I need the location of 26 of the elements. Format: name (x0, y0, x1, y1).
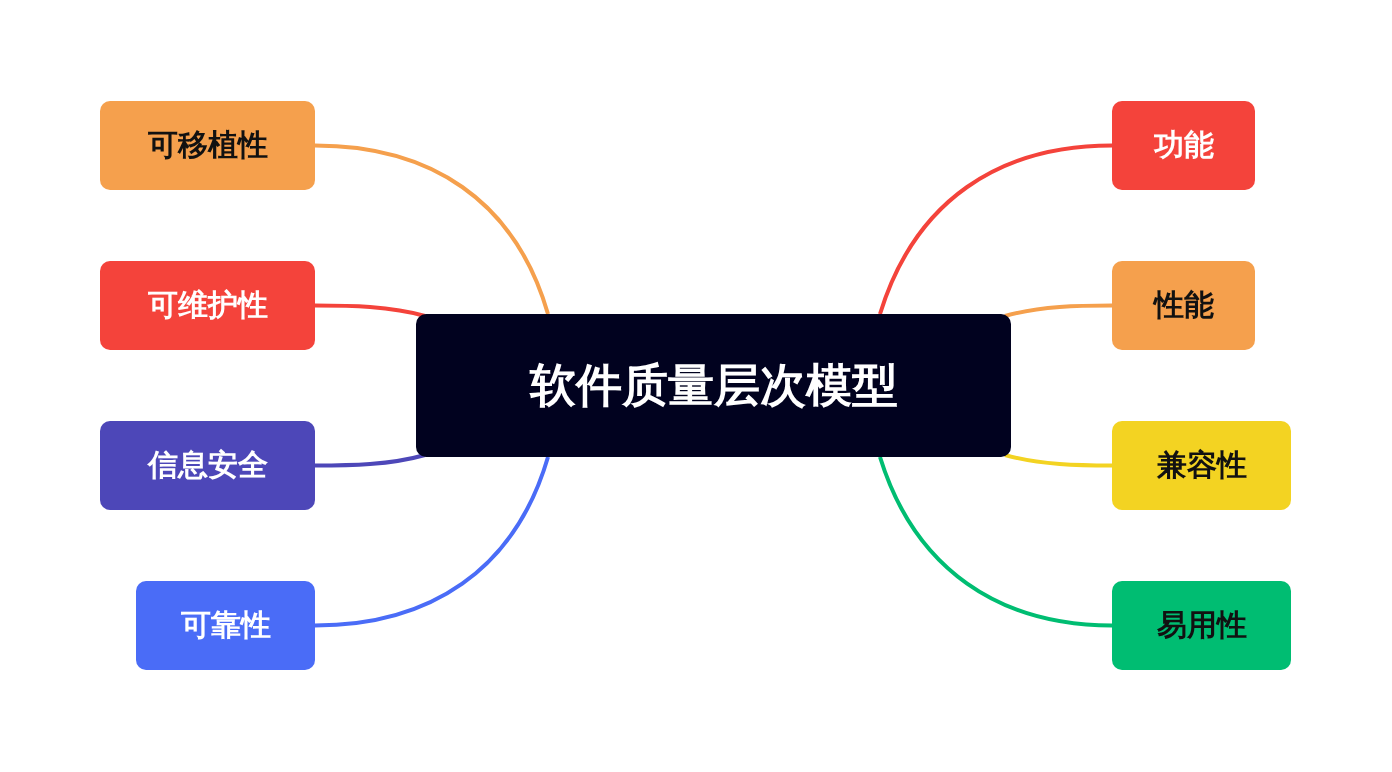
topic-box (1112, 261, 1255, 350)
topic-label: 性能 (1153, 286, 1214, 324)
topic-label: 信息安全 (147, 446, 268, 484)
topic-label: 软件质量层次模型 (529, 356, 898, 414)
central-topic (416, 314, 1011, 457)
topic-label: 易用性 (1156, 606, 1247, 644)
topic-box (1112, 101, 1255, 190)
topic-box (100, 101, 315, 190)
topic-box (100, 261, 315, 350)
topic-label: 功能 (1153, 126, 1214, 164)
topic-label: 可移植性 (147, 126, 268, 164)
topic-box (136, 581, 315, 670)
topic-box (1112, 421, 1291, 510)
branch-line (315, 303, 426, 318)
topic-box (1112, 581, 1291, 670)
branch-line (1004, 303, 1112, 318)
branch-line (878, 456, 1113, 628)
branch-line (1004, 453, 1112, 468)
topic-label: 可维护性 (147, 286, 268, 324)
topic-label: 兼容性 (1156, 446, 1247, 484)
topic-box (100, 421, 315, 510)
topic-label: 可靠性 (180, 606, 271, 644)
branch-line (314, 456, 550, 628)
branch-line (878, 143, 1113, 315)
branch-line (314, 143, 550, 315)
branch-line (315, 453, 426, 468)
